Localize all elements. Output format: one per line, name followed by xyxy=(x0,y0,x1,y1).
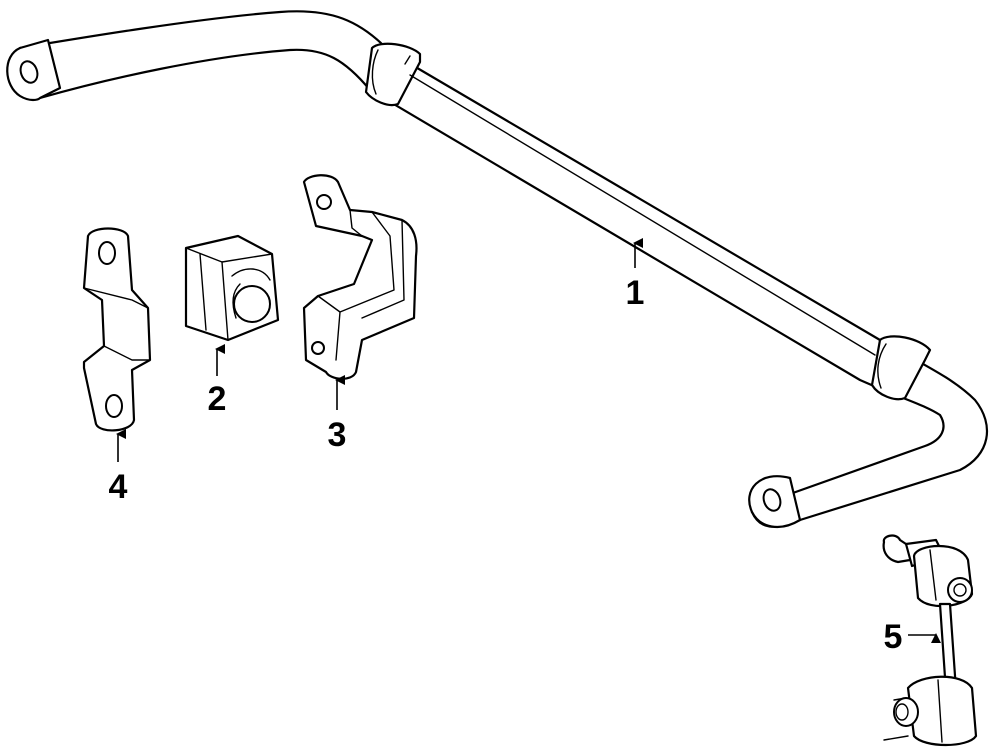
callout-2-label: 2 xyxy=(208,380,227,418)
callout-5-label: 5 xyxy=(884,618,903,656)
callout-4-label: 4 xyxy=(109,468,128,506)
callout-4: 4 xyxy=(109,429,128,506)
bushing-strap[interactable] xyxy=(82,227,152,432)
stabilizer-bar[interactable] xyxy=(6,10,989,529)
callout-5: 5 xyxy=(884,618,941,656)
bushing[interactable] xyxy=(184,234,280,342)
callout-1: 1 xyxy=(626,238,645,312)
callout-1-label: 1 xyxy=(626,274,645,312)
stabilizer-link[interactable] xyxy=(882,534,978,746)
callout-2: 2 xyxy=(208,344,227,418)
bushing-bracket[interactable] xyxy=(302,174,418,380)
callout-3-label: 3 xyxy=(328,416,347,454)
callout-3: 3 xyxy=(328,375,347,454)
